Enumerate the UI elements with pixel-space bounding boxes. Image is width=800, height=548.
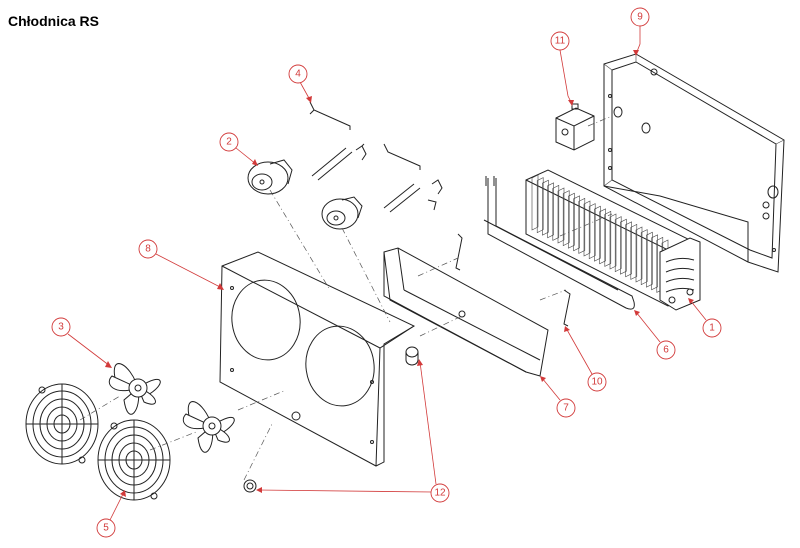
motor-bracket-part [309,101,443,213]
callout-bubble-5 [96,518,116,538]
evaporator-coil-part [525,169,701,311]
fan-blade-part [108,363,235,453]
diagram-title: Chłodnica RS [8,13,100,29]
callout-label-1: 1 [709,323,715,334]
callout-bubble-4 [288,64,308,84]
callout-label-11: 11 [555,36,566,47]
callout-label-6: 6 [663,345,669,356]
callout-bubble-6 [656,340,676,360]
spring-clip-part [455,233,571,327]
callout-bubble-10 [587,372,607,392]
callout-label-7: 7 [563,403,569,414]
callout-bubble-7 [556,398,576,418]
callout-label-3: 3 [58,322,64,333]
assembly-centerlines [79,115,613,481]
callout-label-12: 12 [434,488,446,499]
callout-bubble-12 [430,483,450,503]
callouts: 9 11 4 2 8 3 5 12 [51,7,722,538]
callout-label-4: 4 [295,69,301,80]
fan-motor-part [247,159,363,230]
bushing-part [243,346,419,493]
callout-bubble-3 [51,317,71,337]
callout-bubble-2 [219,132,239,152]
fan-guard-part [25,383,171,501]
callout-bubble-1 [702,318,722,338]
back-housing-part [603,53,785,273]
callout-bubble-11 [550,31,570,51]
callout-label-8: 8 [145,244,151,255]
callout-bubble-9 [630,7,650,27]
electrical-box-part [555,103,595,151]
callout-label-5: 5 [103,523,109,534]
callout-label-9: 9 [637,12,643,23]
drain-tray-part [383,247,549,377]
callout-label-10: 10 [591,377,603,388]
callout-bubble-8 [138,239,158,259]
callout-label-2: 2 [226,137,232,148]
fan-shroud-part [219,251,416,467]
heater-element-part [483,176,635,310]
